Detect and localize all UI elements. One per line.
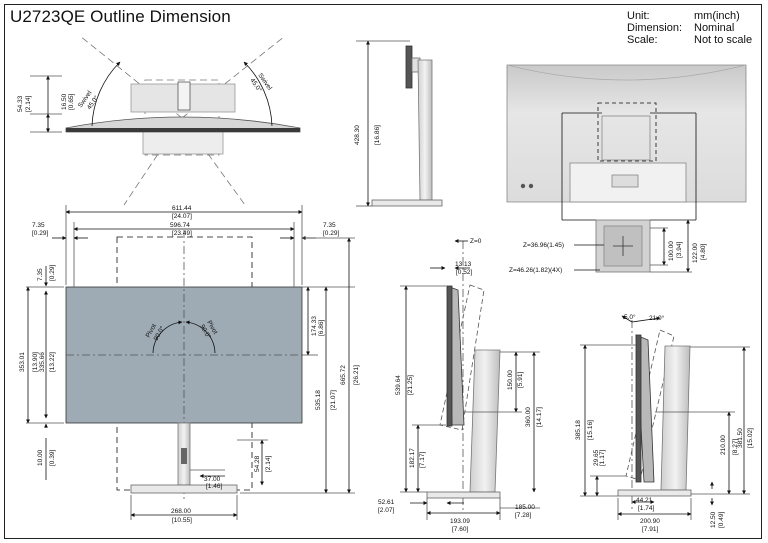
left-base-185-in: [7.28]	[515, 512, 531, 519]
right-bezel-in: [0.29]	[323, 230, 339, 237]
active-height-in: [13.22]	[49, 352, 56, 372]
top-bezel-mm: 7.35	[37, 268, 44, 281]
right-174-in: [6.86]	[318, 320, 325, 336]
left-base-193-in: [7.60]	[452, 526, 468, 533]
right-base-44-mm: 44.21	[636, 497, 653, 504]
panel-height-in: [13.90]	[32, 352, 39, 372]
right-174-mm: 174.33	[311, 316, 318, 336]
left-base-193-mm: 193.09	[450, 518, 470, 525]
right-base-12-in: [0.49]	[718, 512, 725, 528]
side-tilt-left-view	[400, 239, 540, 520]
info-values: mm(inch) Nominal Not to scale	[694, 10, 752, 46]
left-bezel-in: [0.29]	[32, 230, 48, 237]
drawing-title: U2723QE Outline Dimension	[10, 7, 231, 26]
vesa-100-in: [3.94]	[676, 242, 683, 258]
left-539-mm: 539.64	[395, 375, 402, 395]
left-150-mm: 150.00	[507, 370, 514, 390]
info-labels: Unit: Dimension: Scale:	[627, 10, 682, 46]
left-base-offset-in: [2.07]	[378, 507, 394, 514]
left-base-offset-mm: 52.61	[378, 499, 395, 506]
left-base-185-mm: 185.00	[515, 504, 535, 511]
vesa-z1: Z=36.96(1.45)	[523, 242, 564, 249]
vesa-100-mm: 100.00	[668, 241, 675, 261]
top-depth-mm: 54.33	[17, 95, 24, 112]
right-base-12-mm: 12.50	[710, 511, 717, 528]
vesa-z2: Z=46.26(1.82)(4X)	[509, 267, 562, 274]
left-182-mm: 182.17	[409, 448, 416, 468]
tilt-offset-mm: 13.13	[455, 261, 472, 268]
base-width-in: [10.55]	[172, 517, 192, 524]
active-height-mm: 335.66	[39, 352, 46, 372]
base-width-mm: 268.00	[171, 508, 191, 515]
front-inner-in: [23.49]	[172, 230, 192, 237]
right-665-mm: 665.72	[340, 365, 347, 385]
right-210-mm: 210.00	[720, 435, 727, 455]
left-182-in: [7.17]	[419, 452, 426, 468]
right-535-mm: 535.18	[315, 390, 322, 410]
right-385-in: [15.16]	[587, 420, 594, 440]
right-29-in: [1.17]	[599, 450, 606, 466]
right-210-in: [8.27]	[732, 439, 739, 455]
right-bezel-mm: 7.35	[323, 222, 336, 229]
stand-height-mm: 428.30	[354, 125, 361, 145]
front-inner-mm: 596.74	[170, 222, 190, 229]
right-base-200-in: [7.91]	[642, 526, 658, 533]
right-29-mm: 29.65	[593, 449, 600, 466]
z-zero-label: Z=0	[470, 238, 482, 245]
vesa-detail	[574, 219, 692, 273]
right-665-in: [26.21]	[353, 365, 360, 385]
right-base-200-mm: 200.90	[640, 518, 660, 525]
drawing-frame	[4, 4, 762, 539]
front-view	[26, 205, 355, 520]
top-depth-in: [2.14]	[25, 96, 32, 112]
vesa-122-mm: 122.00	[692, 243, 699, 263]
gap-in: [2.14]	[265, 456, 272, 472]
unit-value: mm(inch)	[694, 10, 740, 22]
cable-mm: 37.00	[204, 476, 221, 483]
left-360-mm: 360.00	[525, 407, 532, 427]
right-381-in: [15.02]	[747, 428, 754, 448]
rear-view	[506, 64, 747, 221]
cable-in: [1.46]	[206, 483, 222, 490]
scale-value: Not to scale	[694, 34, 753, 46]
left-150-in: [5.91]	[517, 372, 524, 388]
right-535-in: [21.07]	[330, 390, 337, 410]
scale-label: Scale:	[627, 34, 658, 46]
front-width-in: [24.07]	[172, 213, 192, 220]
side-tilt-right-view	[580, 315, 750, 520]
dimension-label: Dimension:	[627, 22, 683, 34]
dimension-value: Nominal	[694, 22, 735, 34]
tilt-back-angle: 21.0°	[649, 314, 665, 322]
unit-label: Unit:	[627, 10, 650, 22]
panel-height-mm: 353.01	[19, 352, 26, 372]
tilt-offset-in: [0.52]	[456, 269, 472, 276]
right-385-mm: 385.18	[575, 420, 582, 440]
side-stand-view	[356, 40, 443, 207]
vesa-122-in: [4.80]	[700, 244, 707, 260]
right-base-44-in: [1.74]	[638, 505, 654, 512]
top-thin-mm: 16.50	[61, 93, 68, 110]
gap-mm: 54.28	[254, 455, 261, 472]
top-bezel-in: [0.29]	[49, 265, 56, 281]
stand-height-in: [16.86]	[374, 125, 381, 145]
left-360-in: [14.17]	[536, 407, 543, 427]
top-thin-in: [0.65]	[68, 94, 75, 110]
top-view	[30, 35, 301, 206]
right-381-mm: 381.50	[737, 428, 744, 448]
front-width-mm: 611.44	[172, 205, 192, 212]
low-gap-in: [0.39]	[49, 450, 56, 466]
left-bezel-mm: 7.35	[32, 222, 45, 229]
low-gap-mm: 10.00	[37, 449, 44, 466]
tilt-forward-angle: 5.0°	[624, 313, 636, 321]
left-539-in: [21.25]	[407, 375, 414, 395]
